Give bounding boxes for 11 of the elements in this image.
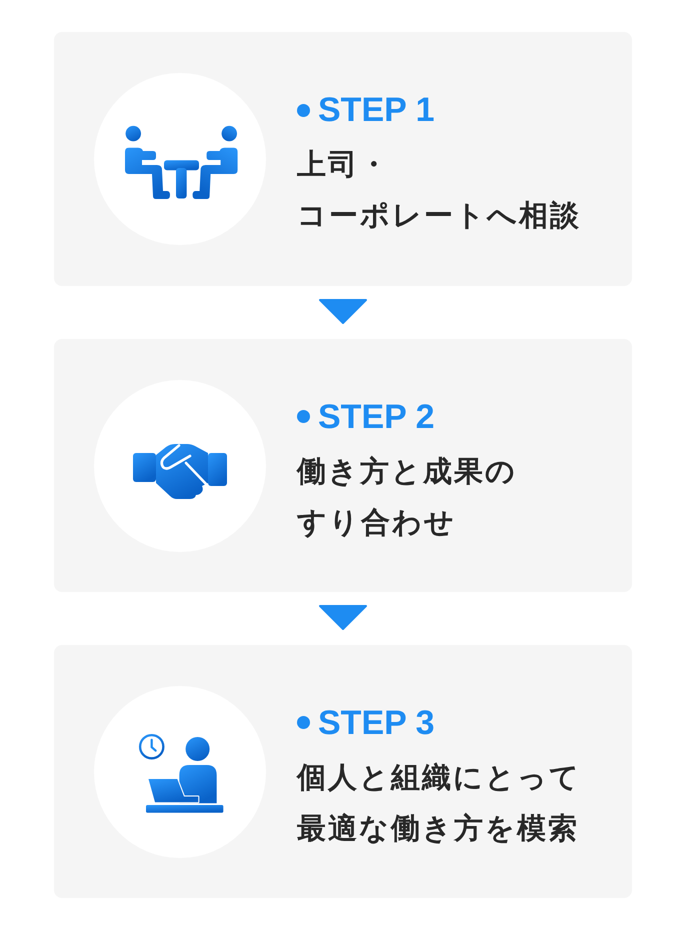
- step-description: 上司・コーポレートへ相談: [297, 146, 581, 234]
- step-card: [54, 339, 632, 592]
- step-card: [54, 645, 632, 898]
- step-description: 個人と組織にとって最適な働き方を模索: [297, 758, 581, 846]
- step-label: STEP 2: [318, 396, 435, 436]
- step-description: 働き方と成果のすり合わせ: [297, 452, 517, 540]
- step-card: [54, 32, 632, 286]
- step-label: STEP 3: [318, 702, 435, 742]
- flow-arrow: [319, 299, 367, 324]
- step-label: STEP 1: [318, 90, 435, 130]
- flow-arrow: [319, 605, 367, 630]
